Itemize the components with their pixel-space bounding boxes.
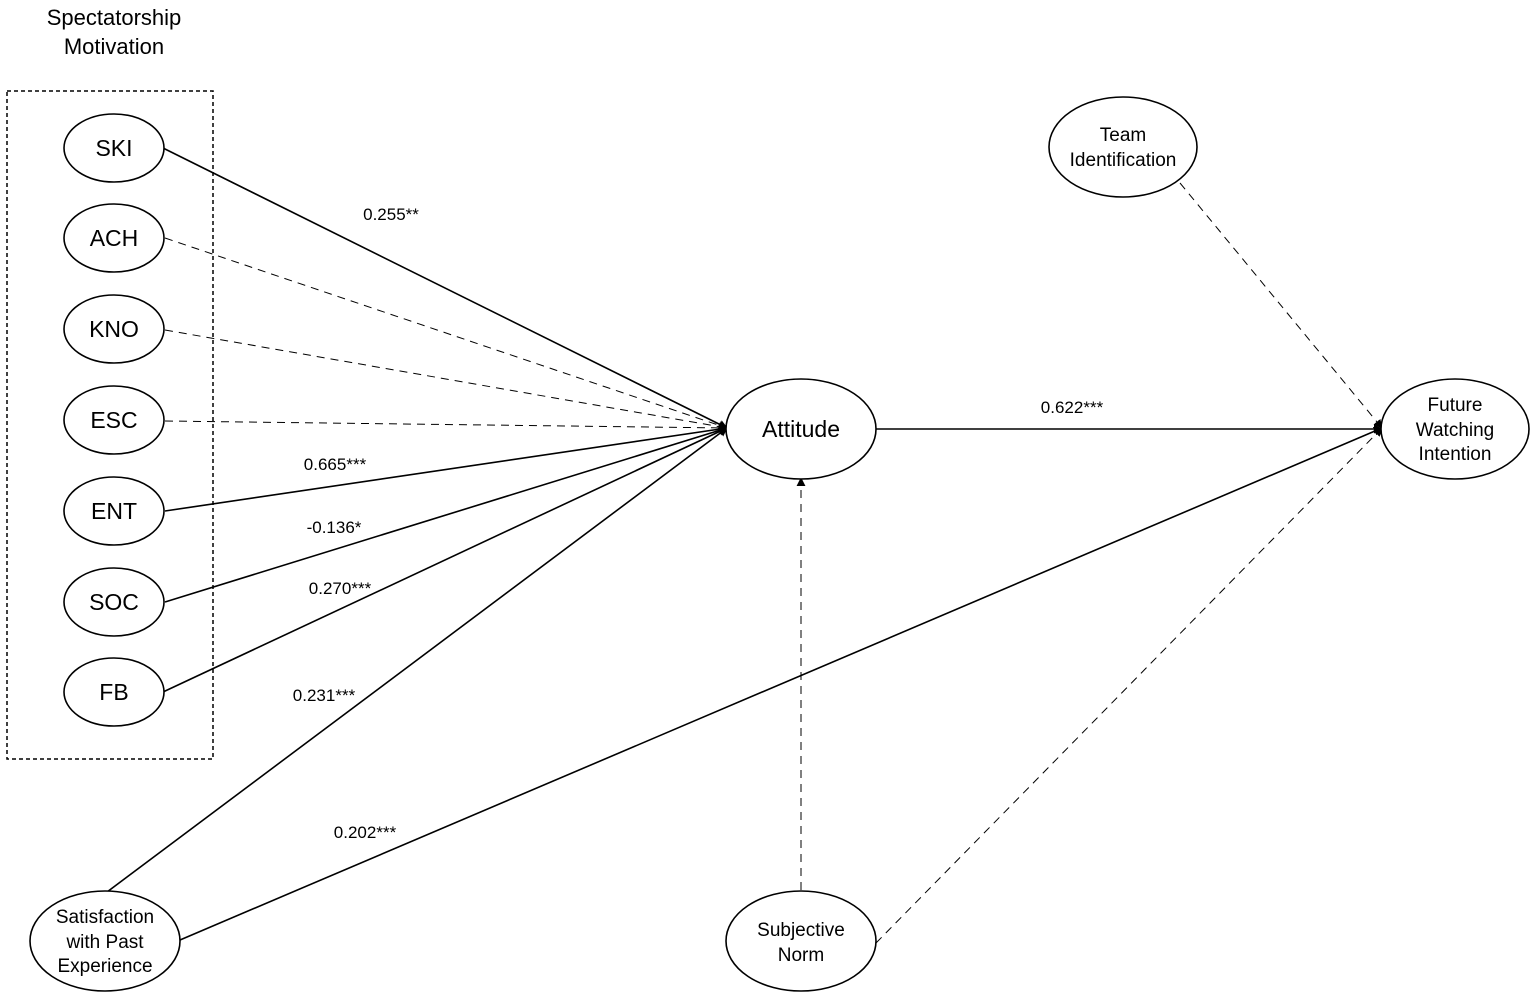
path-satisfaction-intention [179, 427, 1383, 941]
node-fb-label: FB [99, 679, 128, 705]
node-ski [63, 113, 165, 183]
node-soc-label: SOC [89, 589, 139, 615]
node-satisfaction-line3: Experience [57, 956, 152, 977]
path-subjective-norm-intention [875, 427, 1383, 944]
node-satisfaction-line1: Satisfaction [56, 907, 154, 928]
node-kno-label: KNO [89, 316, 139, 342]
path-kno-attitude [164, 329, 728, 432]
node-ent-label: ENT [91, 498, 137, 524]
node-soc [63, 567, 165, 637]
coef-fb-attitude: 0.270*** [309, 579, 372, 598]
coef-attitude-intention: 0.622*** [1041, 398, 1104, 417]
node-attitude [725, 378, 877, 480]
node-ach [63, 203, 165, 273]
node-ski-label: SKI [95, 135, 132, 161]
node-attitude-label: Attitude [762, 416, 840, 442]
coef-ski-attitude: 0.255** [363, 205, 419, 224]
node-team-identification-line2: Identification [1070, 150, 1177, 171]
path-fb-attitude [162, 427, 728, 693]
node-ent [63, 476, 165, 546]
path-ski-attitude [162, 147, 728, 429]
path-ach-attitude [164, 237, 728, 430]
node-esc [63, 385, 165, 455]
path-esc-attitude [164, 420, 728, 433]
group-title-line1: Spectatorship [47, 5, 182, 30]
spectatorship-motivation-group [6, 90, 214, 760]
node-fb [63, 657, 165, 727]
coef-ent-attitude: 0.665*** [304, 455, 367, 474]
node-subjective-norm-line1: Subjective [757, 920, 845, 941]
path-team-identification-intention [1179, 182, 1383, 429]
coef-soc-attitude: -0.136* [307, 518, 362, 537]
path-satisfaction-attitude [106, 427, 728, 893]
coef-satisfaction-attitude: 0.231*** [293, 686, 356, 705]
node-satisfaction-past-experience [29, 890, 181, 992]
node-future-watching-intention-line3: Intention [1419, 444, 1492, 465]
node-subjective-norm [725, 890, 877, 992]
node-ach-label: ACH [90, 225, 139, 251]
node-esc-label: ESC [90, 407, 137, 433]
node-future-watching-intention-line1: Future [1428, 395, 1483, 416]
path-ent-attitude [164, 424, 728, 512]
node-future-watching-intention [1380, 378, 1530, 480]
node-future-watching-intention-line2: Watching [1416, 420, 1495, 441]
node-subjective-norm-line2: Norm [778, 945, 824, 966]
path-soc-attitude [164, 426, 728, 603]
node-team-identification-line1: Team [1100, 125, 1146, 146]
node-team-identification [1048, 96, 1198, 198]
group-title-line2: Motivation [64, 34, 164, 59]
node-satisfaction-line2: with Past [65, 932, 144, 953]
coef-satisfaction-intention: 0.202*** [334, 823, 397, 842]
node-kno [63, 294, 165, 364]
